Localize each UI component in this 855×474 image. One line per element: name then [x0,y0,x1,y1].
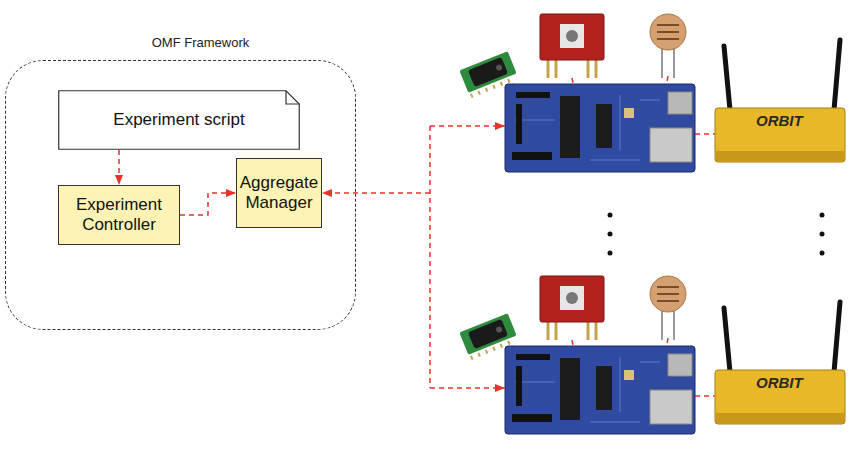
device-brand: ORBIT [756,374,803,392]
sensor-unit [459,14,845,172]
node-label: Experiment script [113,110,244,130]
group-title: OMF Framework [45,35,356,51]
framework-group: OMF FrameworkExperiment scriptExperiment… [5,35,356,330]
device-brand: ORBIT [756,112,803,130]
sensor-unit [459,276,845,434]
dashed-arrow [180,193,236,215]
node-label: Aggregate Manager [240,173,318,214]
document-fold [286,91,299,104]
document-body [59,91,300,150]
bus-line [430,387,505,389]
bus-line [429,126,431,388]
process-box: Aggregate Manager [236,158,322,228]
bus-line [430,125,505,127]
dashed-arrow [118,150,120,185]
node-label: Experiment Controller [62,195,176,236]
bus-line [322,192,430,194]
process-box: Experiment Controller [58,185,180,245]
document-shape: Experiment script [58,90,300,150]
ellipsis-dots [608,213,825,256]
